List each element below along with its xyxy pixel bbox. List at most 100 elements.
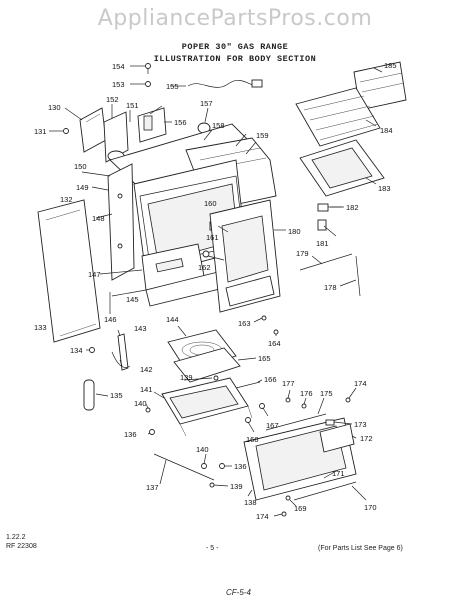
callout-141: 141 <box>140 385 153 394</box>
broiler-pan-183 <box>299 139 385 197</box>
drawer-141 <box>161 377 253 437</box>
footer-code-1: 1.22.2 <box>6 534 26 541</box>
footer-fragment: CF-5-4 <box>226 588 251 597</box>
callout-159: 159 <box>256 131 269 140</box>
callout-174-top: 174 <box>354 379 367 388</box>
callout-177: 177 <box>282 379 295 388</box>
callout-164: 164 <box>268 339 281 348</box>
callout-165: 165 <box>258 354 271 363</box>
callout-140-top: 140 <box>134 399 147 408</box>
callout-168: 168 <box>246 435 259 444</box>
callout-173: 173 <box>354 420 367 429</box>
leader-lines <box>49 65 383 517</box>
callout-149: 149 <box>76 183 89 192</box>
callout-156: 156 <box>174 118 187 127</box>
callout-183: 183 <box>378 184 391 193</box>
diagram-title: POPER 30" GAS RANGE <box>181 42 289 52</box>
part-181 <box>317 219 327 231</box>
callout-134: 134 <box>70 346 83 355</box>
callout-184: 184 <box>380 126 393 135</box>
callout-labels: 154 153 155 130 131 152 151 156 157 158 … <box>34 61 397 521</box>
callout-140-bottom: 140 <box>196 445 209 454</box>
callout-154: 154 <box>112 62 125 71</box>
burner-166 <box>235 381 261 389</box>
callout-166: 166 <box>264 375 277 384</box>
callout-178: 178 <box>324 283 337 292</box>
part-167 <box>259 403 265 409</box>
screw-174-top <box>345 397 351 403</box>
screw-136-top <box>149 429 155 435</box>
screw-140-bottom <box>201 463 207 469</box>
callout-155: 155 <box>166 82 179 91</box>
callout-157: 157 <box>200 99 213 108</box>
callout-158: 158 <box>212 121 225 130</box>
callout-143: 143 <box>134 324 147 333</box>
callout-147: 147 <box>88 270 101 279</box>
screw-164 <box>273 329 279 335</box>
callout-139-bottom: 139 <box>230 482 243 491</box>
tray-165 <box>173 347 241 383</box>
footer-code-2: RF 22308 <box>6 543 37 550</box>
callout-175: 175 <box>320 389 333 398</box>
trim-175 <box>265 413 327 431</box>
screw-134 <box>89 347 95 353</box>
part-176 <box>301 403 307 409</box>
callout-179: 179 <box>296 249 309 258</box>
callout-174-bottom: 174 <box>256 512 269 521</box>
callout-160: 160 <box>204 199 217 208</box>
screw-169 <box>285 495 291 501</box>
screw-153 <box>145 81 151 87</box>
callout-146: 146 <box>104 315 117 324</box>
callout-144: 144 <box>166 315 179 324</box>
callout-138: 138 <box>244 498 257 507</box>
bracket-143 <box>117 333 129 371</box>
callout-180: 180 <box>288 227 301 236</box>
part-182 <box>317 203 342 212</box>
callout-151: 151 <box>126 101 139 110</box>
callout-136-bottom: 136 <box>234 462 247 471</box>
callout-153: 153 <box>112 80 125 89</box>
kick-panel-147 <box>141 243 205 291</box>
diagram-subtitle: ILLUSTRATION FOR BODY SECTION <box>153 54 317 64</box>
callout-133: 133 <box>34 323 47 332</box>
callout-152: 152 <box>106 95 119 104</box>
screw-139-top <box>213 375 219 381</box>
callout-148: 148 <box>92 214 105 223</box>
screw-139-bottom <box>209 482 215 488</box>
callout-136-top: 136 <box>124 430 137 439</box>
callout-145: 145 <box>126 295 139 304</box>
callout-132: 132 <box>60 195 73 204</box>
callout-137: 137 <box>146 483 159 492</box>
panel-152 <box>103 111 129 163</box>
callout-130: 130 <box>48 103 61 112</box>
part-162 <box>202 250 210 258</box>
callout-169: 169 <box>294 504 307 513</box>
bracket-156 <box>137 107 167 143</box>
callout-185: 185 <box>384 61 397 70</box>
side-panel-133 <box>37 199 101 343</box>
watermark: AppliancePartsPros.com <box>97 6 373 31</box>
power-cord-155 <box>187 79 263 88</box>
callout-163: 163 <box>238 319 251 328</box>
part-168 <box>245 417 251 423</box>
rack-184 <box>295 87 381 147</box>
callout-176: 176 <box>300 389 313 398</box>
callout-171: 171 <box>332 469 345 478</box>
front-frame-180 <box>209 199 281 313</box>
callout-182: 182 <box>346 203 359 212</box>
part-177 <box>285 397 291 403</box>
screw-131 <box>63 128 69 134</box>
footer-note: (For Parts List See Page 6) <box>318 545 403 552</box>
callout-170: 170 <box>364 503 377 512</box>
callout-131: 131 <box>34 127 47 136</box>
callout-150: 150 <box>74 162 87 171</box>
part-142 <box>111 351 131 368</box>
screw-154 <box>145 63 151 74</box>
callout-162: 162 <box>198 263 211 272</box>
callout-142: 142 <box>140 365 153 374</box>
callout-181: 181 <box>316 239 329 248</box>
callout-135: 135 <box>110 391 123 400</box>
screw-163 <box>261 315 267 321</box>
